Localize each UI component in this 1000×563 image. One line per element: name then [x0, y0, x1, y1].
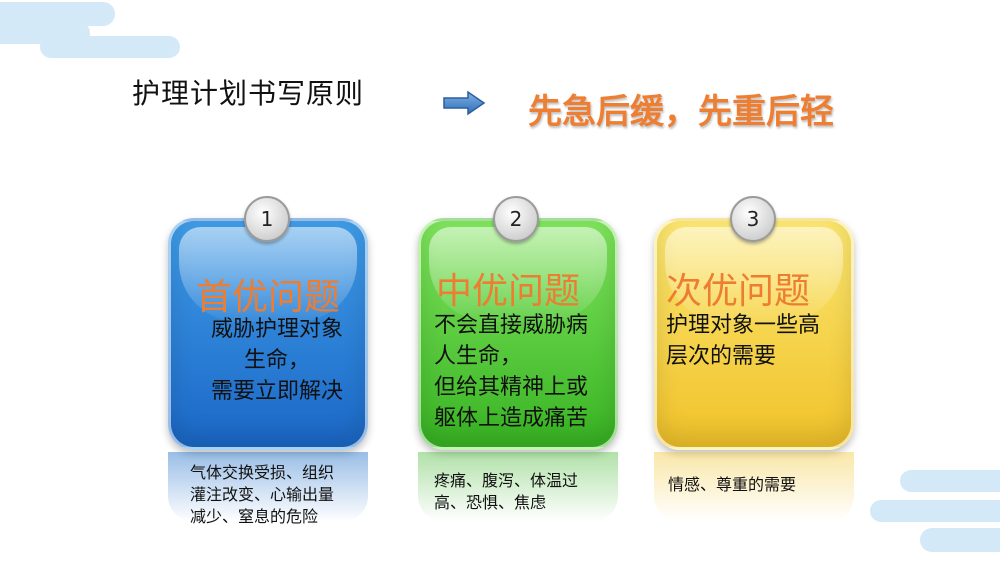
- card-body-second: 不会直接威胁病 人生命， 但给其精神上或 躯体上造成痛苦: [434, 310, 614, 434]
- examples-first: 气体交换受损、组织 灌注改变、心输出量 减少、窒息的危险: [190, 462, 334, 528]
- examples-third: 情感、尊重的需要: [668, 474, 796, 496]
- card-body-line: 但给其精神上或: [434, 375, 589, 400]
- card-body-line: 人生命，: [434, 344, 523, 369]
- card-heading-third: 次优问题: [666, 271, 811, 312]
- card-reflection-first: [168, 452, 368, 522]
- number-badge-1: 1: [244, 196, 290, 242]
- example-line: 高、恐惧、焦虑: [434, 493, 547, 512]
- card-body-line: 威胁护理对象: [210, 317, 343, 342]
- priority-card-first: [168, 218, 368, 450]
- example-line: 气体交换受损、组织: [190, 463, 335, 482]
- card-reflection-third: [654, 452, 854, 522]
- card-heading-second: 中优问题: [436, 271, 581, 312]
- number-badge-3: 3: [730, 196, 776, 242]
- card-heading-first: 首优问题: [196, 277, 341, 318]
- card-body-line: 护理对象一些高: [666, 313, 821, 338]
- card-body-third: 护理对象一些高 层次的需要: [666, 310, 846, 372]
- examples-second: 疼痛、腹泻、体温过 高、恐惧、焦虑: [434, 470, 578, 514]
- card-body-line: 躯体上造成痛苦: [434, 406, 589, 431]
- right-arrow-icon: [443, 90, 486, 116]
- card-body-line: 生命，: [243, 348, 310, 373]
- card-body-line: 不会直接威胁病: [434, 313, 589, 338]
- bottom-right-cloud-decoration: [870, 470, 1000, 563]
- priority-card-third: [654, 218, 854, 450]
- example-line: 情感、尊重的需要: [668, 475, 797, 494]
- card-reflection-second: [418, 452, 618, 522]
- principle-text: 先急后缓，先重后轻: [528, 92, 834, 132]
- card-body-line: 需要立即解决: [210, 379, 343, 404]
- card-body-line: 层次的需要: [666, 344, 777, 369]
- example-line: 减少、窒息的危险: [190, 507, 319, 526]
- example-line: 疼痛、腹泻、体温过: [434, 471, 579, 490]
- card-body-first: 威胁护理对象 生命， 需要立即解决: [192, 314, 362, 407]
- example-line: 灌注改变、心输出量: [190, 485, 335, 504]
- number-badge-2: 2: [493, 196, 539, 242]
- top-left-cloud-decoration: [0, 0, 180, 70]
- page-title: 护理计划书写原则: [132, 77, 365, 110]
